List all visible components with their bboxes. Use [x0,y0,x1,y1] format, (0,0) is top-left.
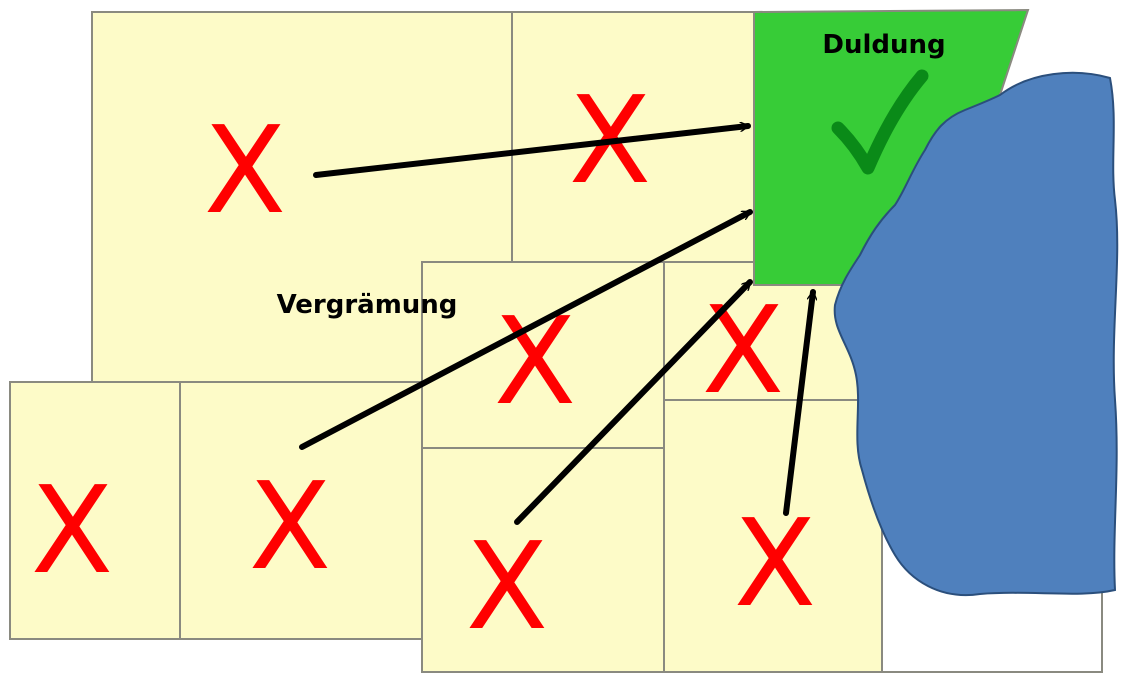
label-duldung: Duldung [822,30,945,60]
x-mark-icon: X [466,518,548,657]
arrow [783,289,813,516]
check-mark-icon [831,69,929,175]
label-vergraemung: Vergrämung [277,290,458,320]
arrow [313,126,751,178]
arrow [299,209,753,450]
x-mark-icon: X [494,293,576,432]
field-middle-lower [421,447,665,673]
x-mark-icon: X [31,462,113,601]
x-mark-icon: X [204,102,286,241]
field-middle-upper [421,261,665,449]
arrows [299,126,813,525]
arrow [514,279,753,525]
lake [833,71,1119,597]
x-mark-icon: X [734,495,816,634]
field-bottom-left-1 [9,381,181,640]
x-mark-icon: X [249,458,331,597]
field-right-lower [663,399,883,673]
x-mark-icon: X [702,282,784,421]
field-bottom-left-2 [179,381,423,640]
